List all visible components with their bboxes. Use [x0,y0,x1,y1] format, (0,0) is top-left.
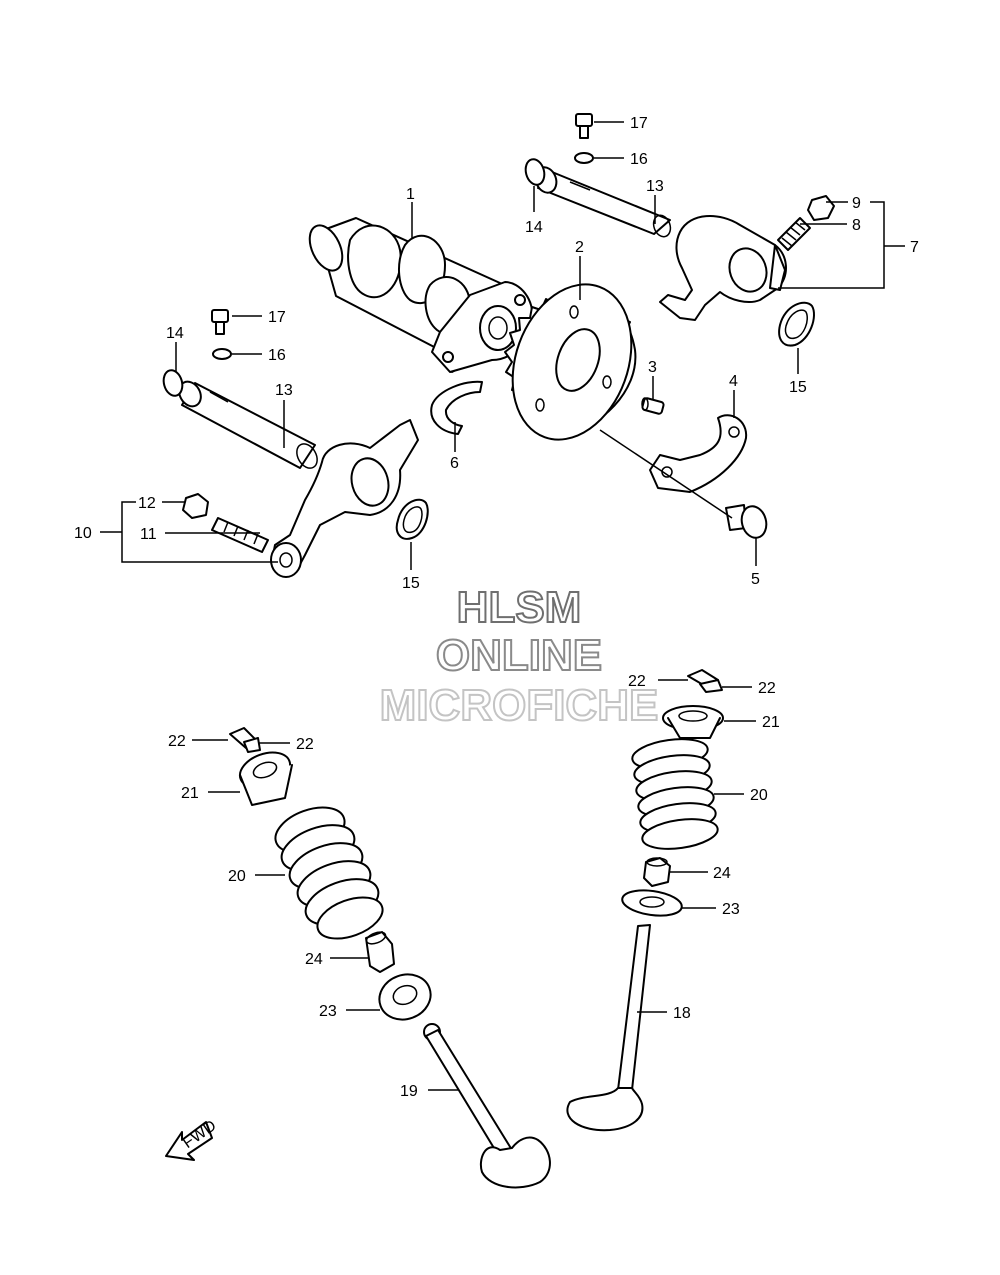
callout-1: 1 [406,186,415,203]
callout-23-right: 23 [722,901,740,918]
left-valve-stem-seal [365,931,395,973]
exhaust-rocker-arm [659,214,787,321]
right-spring-retainer [662,705,724,739]
left-valve-cotter [229,727,261,753]
callout-23-left: 23 [319,1003,337,1020]
callout-17-lower: 17 [268,309,286,326]
lock-plate [649,414,748,493]
exhaust-valve [566,924,651,1132]
right-spring-seat [621,889,683,917]
adjusting-screw-11 [211,517,269,553]
left-valve-spring [274,806,384,940]
sprocket-bolt [599,429,768,539]
left-spring-retainer [238,751,293,806]
callout-20-left: 20 [228,868,246,885]
right-o-ring-15 [778,301,815,347]
callout-5: 5 [751,571,760,588]
upper-bolt-17 [575,113,593,139]
lock-nut-9 [807,195,835,221]
callout-4: 4 [729,373,738,390]
callout-9: 9 [852,195,861,212]
callout-15-right: 15 [789,379,807,396]
lower-rocker-arm-shaft [178,380,318,469]
camshaft-clip [430,380,483,435]
upper-washer-16 [574,152,594,164]
callout-14-lower: 14 [166,325,184,342]
callout-21-right: 21 [762,714,780,731]
left-spring-seat [378,973,432,1021]
watermark-line-1: HLSM [457,583,582,632]
callout-8: 8 [852,217,861,234]
callout-20-right: 20 [750,787,768,804]
forward-arrow: FWD [165,1117,220,1161]
callout-7: 7 [910,239,919,256]
callout-3: 3 [648,359,657,376]
callout-24-left: 24 [305,951,323,968]
leader-lines [100,121,905,1091]
lower-bolt-17 [211,309,229,335]
callout-15-left: 15 [402,575,420,592]
callout-13-lower: 13 [275,382,293,399]
left-o-ring-15 [395,498,429,540]
callout-22-left-a: 22 [168,733,186,750]
watermark-line-3: MICROFICHE [380,681,659,730]
callout-22-left-b: 22 [296,736,314,753]
cam-sprocket [504,283,637,441]
callout-21-left: 21 [181,785,199,802]
callout-17-upper: 17 [630,115,648,132]
callout-14-upper: 14 [525,219,543,236]
upper-shaft-o-ring [524,158,546,186]
callout-labels: 1 2 3 4 5 6 7 8 9 10 11 12 13 13 14 14 1… [74,115,919,1100]
callout-6: 6 [450,455,459,472]
intake-rocker-arm [270,419,419,578]
dowel-pin [641,397,665,415]
right-valve-stem-seal [643,857,671,887]
adjusting-screw-8 [777,217,811,251]
lower-washer-16 [212,348,232,360]
callout-24-right: 24 [713,865,731,882]
watermark: HLSM ONLINE MICROFICHE [379,582,660,731]
camshaft [308,217,534,373]
callout-22-right-a: 22 [628,673,646,690]
callout-16-upper: 16 [630,151,648,168]
callout-10: 10 [74,525,92,542]
callout-13-upper: 13 [646,178,664,195]
callout-11: 11 [140,526,157,543]
callout-18: 18 [673,1005,691,1022]
intake-valve [423,1023,551,1189]
callout-22-right-b: 22 [758,680,776,697]
callout-2: 2 [575,239,584,256]
right-valve-spring [631,738,719,850]
callout-16-lower: 16 [268,347,286,364]
right-valve-cotter [687,669,723,693]
callout-12: 12 [138,495,156,512]
callout-19: 19 [400,1083,418,1100]
upper-rocker-arm-shaft [534,166,672,238]
lower-shaft-o-ring [162,369,184,397]
lock-nut-12 [182,493,209,519]
watermark-line-2: ONLINE [436,631,602,680]
